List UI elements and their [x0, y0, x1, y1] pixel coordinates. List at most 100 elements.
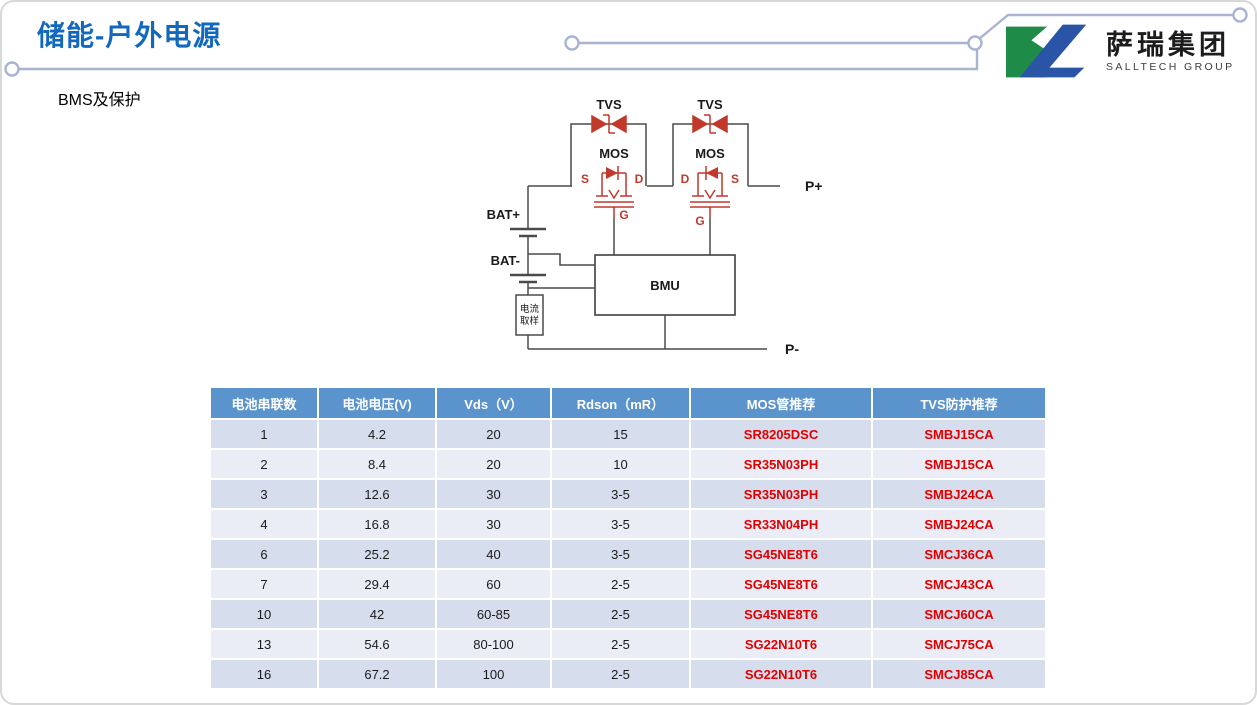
table-cell: 40 — [435, 538, 552, 570]
decor-circle — [4, 61, 20, 77]
mos-right-s-label: S — [731, 172, 739, 186]
table-cell: SMCJ36CA — [871, 538, 1047, 570]
mos-right-d-label: D — [681, 172, 690, 186]
table-cell: 4 — [209, 508, 319, 540]
mos-left-d-label: D — [635, 172, 644, 186]
tvs-symbol-right — [692, 114, 728, 134]
table-cell: 100 — [435, 658, 552, 690]
table-cell: SG22N10T6 — [689, 628, 873, 660]
mos-label-right: MOS — [695, 146, 725, 161]
table-cell: 4.2 — [317, 418, 437, 450]
column-header: Vds（V） — [435, 386, 552, 420]
current-sample-label-line2: 取样 — [520, 315, 539, 327]
table-cell: 3 — [209, 478, 319, 510]
table-cell: SG22N10T6 — [689, 658, 873, 690]
table-cell: 3-5 — [550, 508, 691, 540]
p-minus-label: P- — [785, 341, 799, 357]
table-cell: 20 — [435, 448, 552, 480]
mosfet-symbol-left — [594, 166, 634, 218]
table-cell: 60-85 — [435, 598, 552, 630]
table-cell: SR35N03PH — [689, 478, 873, 510]
table-cell: 2 — [209, 448, 319, 480]
table-cell: SG45NE8T6 — [689, 538, 873, 570]
table-cell: 80-100 — [435, 628, 552, 660]
table-cell: SMBJ24CA — [871, 508, 1047, 540]
table-cell: SR8205DSC — [689, 418, 873, 450]
table-cell: SG45NE8T6 — [689, 568, 873, 600]
table-cell: 30 — [435, 478, 552, 510]
mos-left-s-label: S — [581, 172, 589, 186]
section-subtitle: BMS及保护 — [58, 92, 141, 109]
current-sampling-box — [515, 294, 544, 336]
logo-text: 萨瑞集团 SALLTECH GROUP — [1106, 29, 1235, 73]
mosfet-symbol-right — [690, 166, 730, 218]
mos-right-g-label: G — [695, 214, 704, 228]
company-logo: 萨瑞集团 SALLTECH GROUP — [1006, 24, 1235, 80]
table-cell: 12.6 — [317, 478, 437, 510]
table-cell: 10 — [550, 448, 691, 480]
table-cell: SMBJ15CA — [871, 448, 1047, 480]
table-cell: SR33N04PH — [689, 508, 873, 540]
table-cell: SMCJ43CA — [871, 568, 1047, 600]
table-cell: 10 — [209, 598, 319, 630]
bat-minus-label: BAT- — [491, 253, 520, 268]
current-sample-label-line1: 电流 — [520, 303, 540, 315]
table-cell: 54.6 — [317, 628, 437, 660]
p-plus-label: P+ — [805, 178, 823, 194]
table-cell: 20 — [435, 418, 552, 450]
table-cell: 60 — [435, 568, 552, 600]
table-cell: 7 — [209, 568, 319, 600]
table-cell: 67.2 — [317, 658, 437, 690]
column-header: 电池电压(V) — [317, 386, 437, 420]
table-cell: 15 — [550, 418, 691, 450]
table-cell: 2-5 — [550, 628, 691, 660]
table-cell: SMCJ60CA — [871, 598, 1047, 630]
column-header: Rdson（mR） — [550, 386, 691, 420]
table-cell: 25.2 — [317, 538, 437, 570]
bmu-label: BMU — [650, 278, 680, 293]
table-cell: 16 — [209, 658, 319, 690]
battery-symbols — [510, 227, 546, 284]
bms-circuit-diagram: TVS TVS MOS MOS BAT+ BAT- P+ P- BMU 电流 取… — [487, 97, 823, 357]
table-cell: 3-5 — [550, 538, 691, 570]
decor-lines — [4, 7, 1248, 77]
table-cell: 42 — [317, 598, 437, 630]
table-cell: SR35N03PH — [689, 448, 873, 480]
tvs-label-left: TVS — [596, 97, 622, 112]
decor-circle — [967, 35, 983, 51]
table-cell: 2-5 — [550, 658, 691, 690]
table-cell: SG45NE8T6 — [689, 598, 873, 630]
column-header: TVS防护推荐 — [871, 386, 1047, 420]
table-cell: 29.4 — [317, 568, 437, 600]
decor-circle — [564, 35, 580, 51]
bat-plus-label: BAT+ — [487, 207, 521, 222]
table-cell: 1 — [209, 418, 319, 450]
table-cell: SMBJ24CA — [871, 478, 1047, 510]
page-title: 储能-户外电源 — [37, 20, 222, 51]
logo-name-cn: 萨瑞集团 — [1106, 29, 1230, 60]
column-header: 电池串联数 — [209, 386, 319, 420]
table-cell: 16.8 — [317, 508, 437, 540]
table-cell: 13 — [209, 628, 319, 660]
mos-label-left: MOS — [599, 146, 629, 161]
table-cell: SMBJ15CA — [871, 418, 1047, 450]
table-cell: 3-5 — [550, 478, 691, 510]
decor-line-diagonal — [978, 13, 1233, 40]
table-cell: 6 — [209, 538, 319, 570]
decor-circle — [1232, 7, 1248, 23]
decor-line-lower — [18, 49, 979, 71]
table-cell: 2-5 — [550, 568, 691, 600]
